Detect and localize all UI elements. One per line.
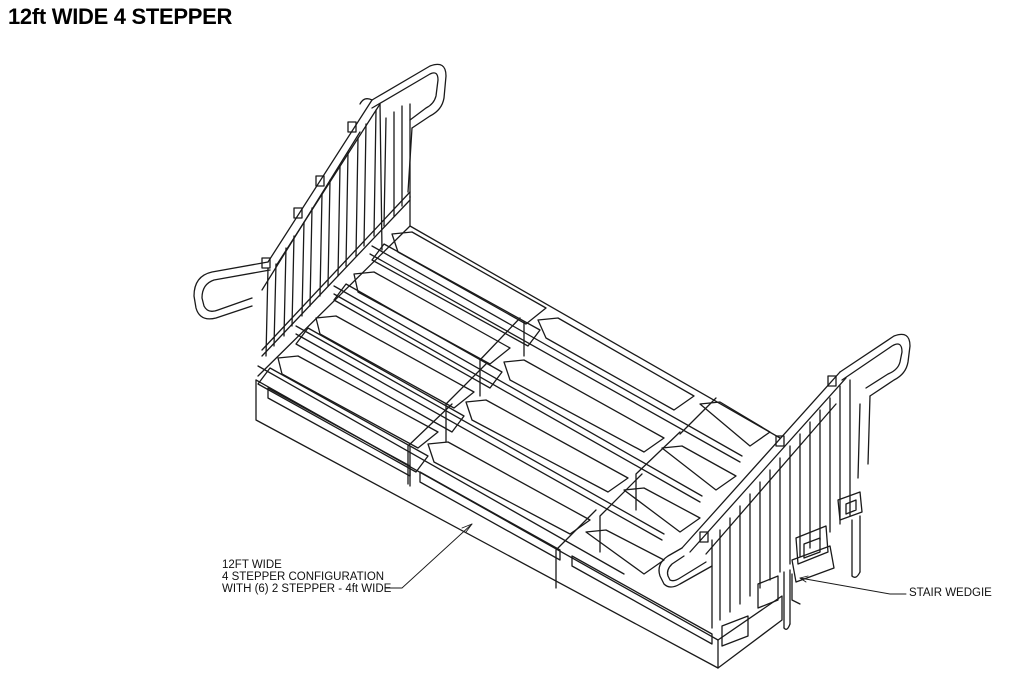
callout-line-2: 4 STEPPER CONFIGURATION <box>222 571 385 583</box>
callout-leaders <box>385 523 907 595</box>
left-handrail <box>193 63 447 357</box>
configuration-callout: 12FT WIDE 4 STEPPER CONFIGURATION WITH (… <box>222 559 391 595</box>
stair-wedgie-callout: STAIR WEDGIE <box>909 587 992 599</box>
right-handrail <box>658 333 911 647</box>
callout-line-1: 12FT WIDE <box>222 559 282 571</box>
callout-line-3: WITH (6) 2 STEPPER - 4ft WIDE <box>222 583 392 595</box>
drawing-title: 12ft WIDE 4 STEPPER <box>8 4 233 29</box>
configuration-leader <box>385 523 473 589</box>
wedgie-leader <box>799 577 907 595</box>
stair-platform <box>255 195 783 669</box>
